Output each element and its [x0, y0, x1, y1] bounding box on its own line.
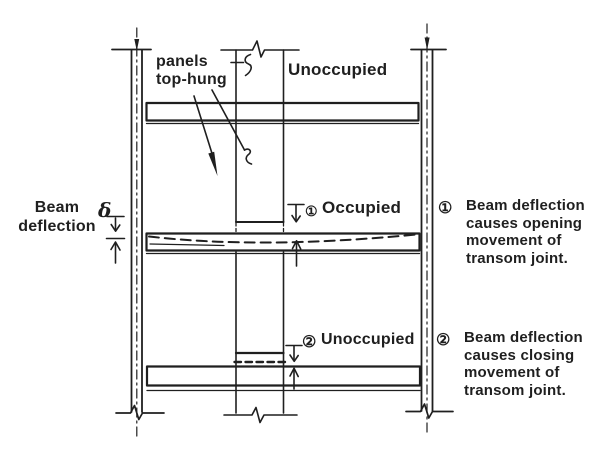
left-column [111, 27, 165, 438]
zone-label-unoccupied-bottom: Unoccupied [321, 331, 415, 348]
panel-leader-arrow-line [193, 95, 214, 156]
delta-symbol: δ [98, 198, 112, 222]
panel-bottom-break-icon [223, 406, 298, 424]
note-2-marker: ② [436, 332, 451, 349]
beam-deflection-label: Beam deflection [18, 199, 96, 235]
zone-label-occupied: Occupied [322, 198, 402, 217]
joint1-arrows [287, 203, 305, 267]
right-column-top-arrowhead-icon [424, 37, 430, 50]
delta-down-arrow-icon [110, 223, 121, 232]
note-1: ① Beam deflection causes opening movemen… [438, 197, 598, 267]
note-1-marker: ① [438, 200, 453, 217]
delta-up-arrow-icon [110, 241, 121, 251]
right-column-break-icon [405, 403, 454, 419]
beams [145, 101, 422, 392]
zone-label-unoccupied-top: Unoccupied [288, 60, 388, 79]
panel-leader-line-2 [211, 89, 246, 151]
panel-leader-squiggle-icon [243, 148, 253, 165]
note-1-text: Beam deflection causes opening movement … [466, 197, 585, 267]
joint2-arrows [285, 344, 303, 390]
delta-dimension [105, 215, 126, 264]
joint1-up-arrow-icon [291, 240, 302, 250]
center-panel-strip [220, 40, 300, 424]
joint2-down-arrow-icon [289, 354, 299, 363]
note-2-text: Beam deflection causes closing movement … [464, 329, 583, 399]
joint1-down-arrow-icon [291, 214, 301, 223]
joint2-up-arrow-icon [289, 367, 299, 378]
joint1-marker: ① [305, 203, 318, 219]
panel-note-leaders [193, 53, 253, 176]
middle-beam-inner-line [149, 243, 225, 247]
joint2-marker: ② [302, 334, 317, 351]
panels-top-hung-label: panels top-hung [156, 53, 227, 88]
panel-note-squiggle-icon [244, 53, 252, 77]
top-beam [145, 101, 420, 122]
panel-top-break-icon [220, 40, 300, 58]
bottom-beam [145, 365, 422, 387]
left-column-break-icon [115, 404, 165, 421]
right-column [405, 23, 454, 435]
middle-beam-deflection-curve [148, 233, 417, 244]
middle-beam [145, 232, 421, 252]
left-column-top-arrowhead-icon [134, 39, 140, 51]
note-2: ② Beam deflection causes closing movemen… [436, 329, 596, 399]
panel-leader-arrowhead-icon [208, 151, 218, 176]
